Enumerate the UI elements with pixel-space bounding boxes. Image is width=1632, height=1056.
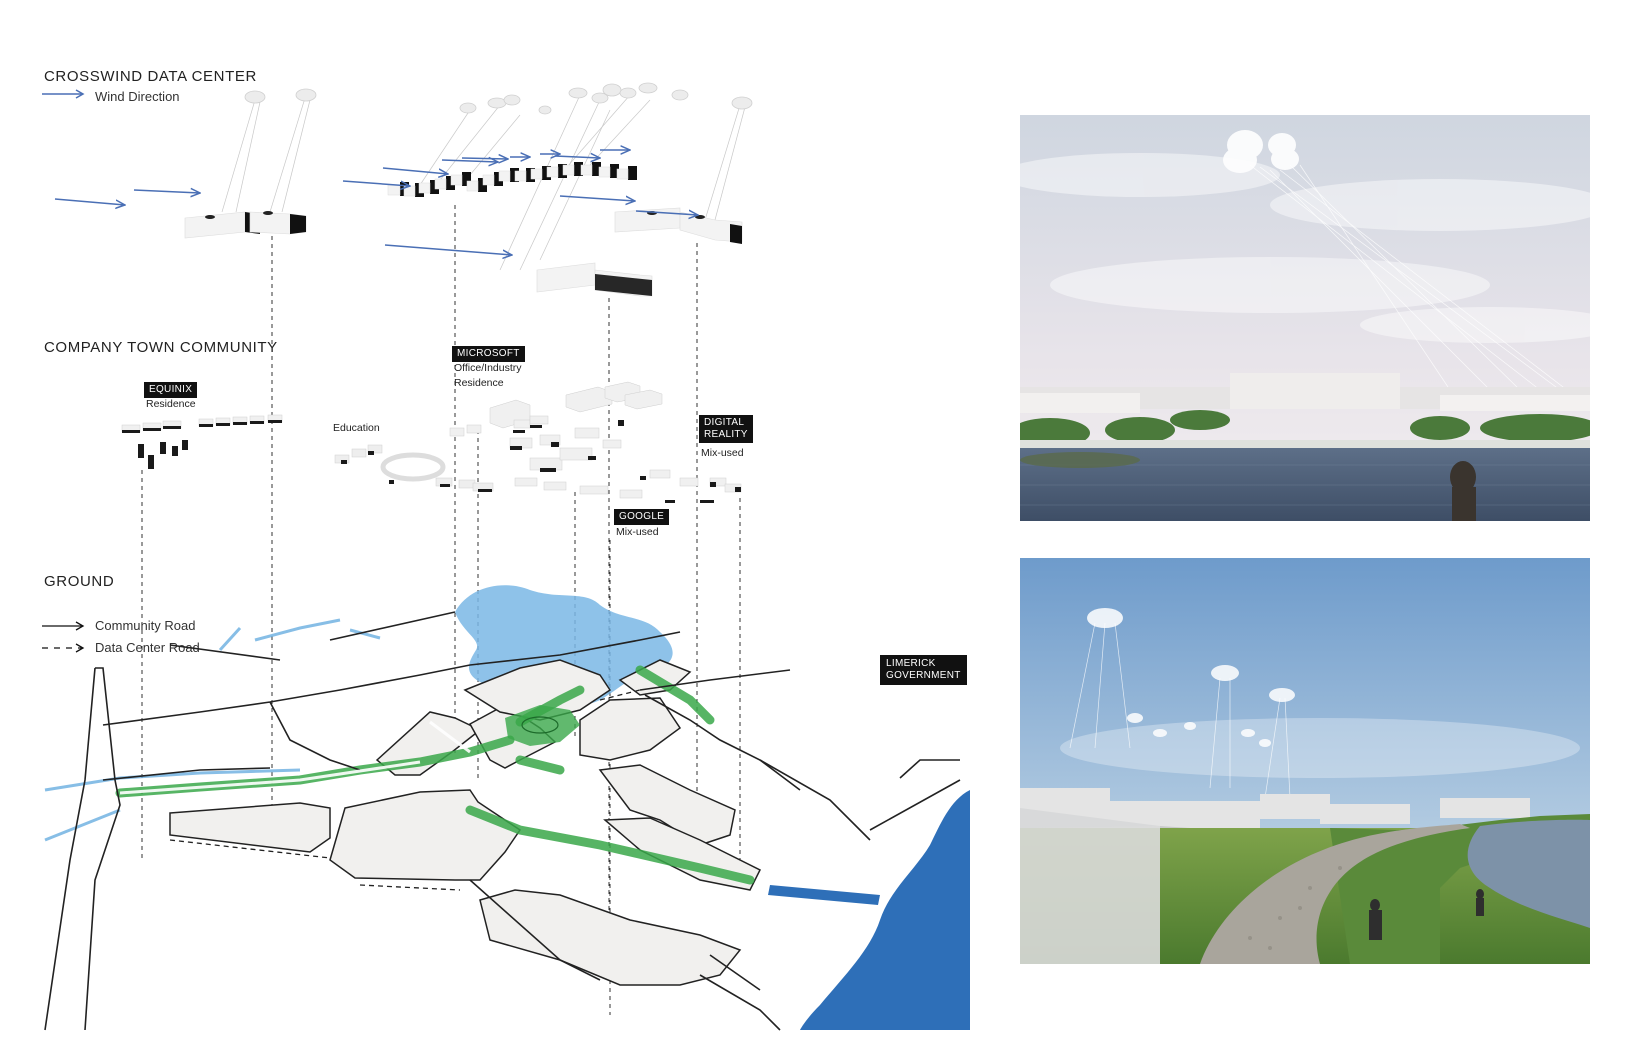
data-center-road-label: Data Center Road bbox=[95, 640, 200, 655]
kite-tethers bbox=[221, 94, 746, 271]
crosswind-title: CROSSWIND DATA CENTER bbox=[44, 68, 257, 85]
river bbox=[800, 790, 970, 1030]
wind-arrows bbox=[54, 150, 698, 255]
equinix-tag: EQUINIX bbox=[144, 382, 198, 398]
projection-lines bbox=[141, 205, 741, 1015]
rendering-waterfront bbox=[1020, 115, 1590, 521]
education-label: Education bbox=[333, 422, 380, 434]
microsoft-tag: MICROSOFT bbox=[452, 346, 525, 362]
diagram-graphic bbox=[44, 82, 970, 1031]
central-park bbox=[505, 705, 580, 746]
ground-title: GROUND bbox=[44, 573, 115, 590]
community-road-legend-icon bbox=[42, 621, 85, 631]
community-road-label: Community Road bbox=[95, 618, 196, 633]
canals bbox=[44, 618, 381, 842]
google-use-label: Mix-used bbox=[616, 526, 659, 538]
digital-reality-line1: DIGITAL bbox=[704, 417, 745, 428]
light-roads bbox=[119, 720, 471, 795]
digital-reality-line2: REALITY bbox=[704, 429, 748, 440]
google-tag: GOOGLE bbox=[614, 509, 670, 525]
microsoft-use-line1: Office/Industry bbox=[454, 362, 522, 374]
kites bbox=[244, 82, 753, 115]
wind-legend-arrow-icon bbox=[42, 89, 85, 99]
parcels bbox=[169, 659, 762, 986]
data-center-roads bbox=[169, 689, 641, 891]
community-buildings bbox=[121, 381, 742, 503]
wind-direction-label: Wind Direction bbox=[95, 89, 180, 104]
data-center-road-legend-icon bbox=[42, 643, 85, 653]
river-inlet bbox=[768, 885, 880, 905]
limerick-tag: LIMERICK GOVERNMENT bbox=[880, 655, 967, 685]
microsoft-use-line2: Residence bbox=[454, 377, 504, 389]
digital-reality-use-label: Mix-used bbox=[701, 447, 744, 459]
equinix-use-label: Residence bbox=[146, 398, 196, 410]
limerick-line2: GOVERNMENT bbox=[886, 670, 961, 681]
limerick-line1: LIMERICK bbox=[886, 658, 936, 669]
data-center-blocks bbox=[184, 162, 743, 297]
community-roads bbox=[44, 611, 961, 1031]
digital-reality-tag: DIGITAL REALITY bbox=[699, 415, 753, 443]
company-town-title: COMPANY TOWN COMMUNITY bbox=[44, 339, 278, 356]
rendering-path bbox=[1020, 558, 1590, 964]
